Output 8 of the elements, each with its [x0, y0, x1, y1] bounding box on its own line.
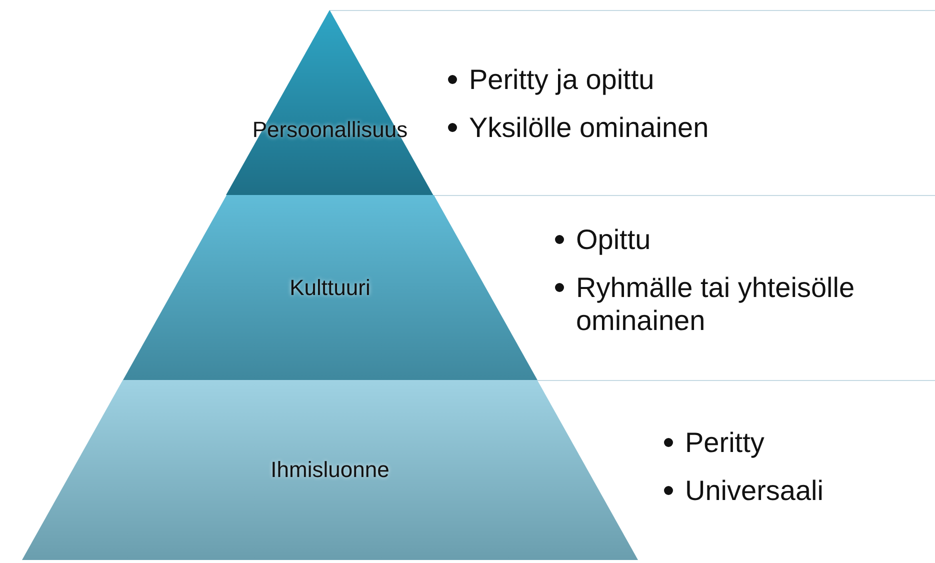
tier-label: Kulttuuri — [290, 274, 370, 300]
bullet-text: Peritty ja opittu — [468, 63, 654, 97]
bullet-text: Peritty — [685, 426, 764, 460]
bullet-text: Yksilölle ominainen — [468, 110, 709, 144]
bullet-text: Universaali — [685, 474, 824, 508]
bullet-text: Ryhmälle tai yhteisölle ominainen — [576, 270, 856, 338]
bullet-text: Opittu — [576, 223, 651, 257]
tier-label: Ihmisluonne — [270, 457, 390, 483]
